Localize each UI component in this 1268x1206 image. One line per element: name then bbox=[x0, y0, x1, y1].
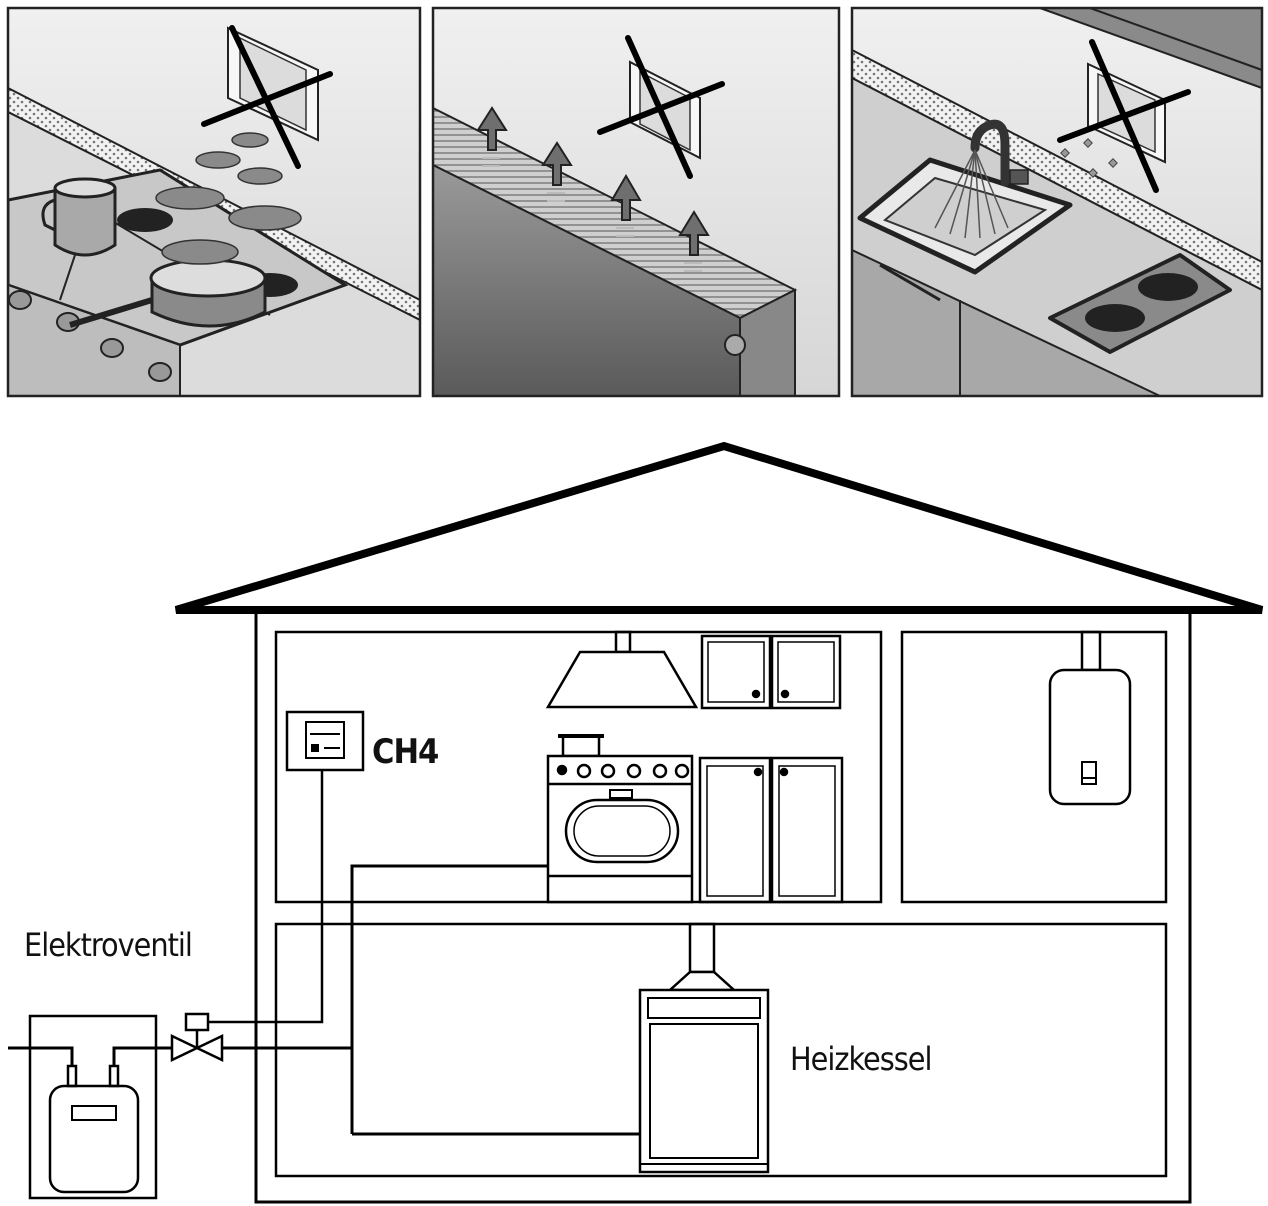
wall-cabinets bbox=[700, 634, 842, 710]
gas-meter bbox=[28, 1014, 158, 1200]
house-roof bbox=[174, 441, 1264, 614]
solenoid-valve-icon bbox=[170, 1012, 224, 1062]
water-heater bbox=[1048, 630, 1132, 806]
panel-radiator bbox=[431, 6, 841, 398]
panel-stove bbox=[6, 6, 422, 398]
label-elektroventil: Elektroventil bbox=[24, 926, 193, 964]
steam-clouds bbox=[155, 132, 302, 265]
heating-boiler bbox=[638, 922, 770, 1174]
faucet bbox=[970, 119, 1010, 187]
cross-mark-icon bbox=[1057, 39, 1191, 193]
jug bbox=[41, 177, 117, 257]
room-bathroom bbox=[900, 630, 1168, 904]
pot bbox=[69, 258, 267, 328]
cross-mark-icon bbox=[597, 35, 725, 179]
kitchen-stove bbox=[546, 734, 694, 904]
heat-arrows bbox=[476, 106, 710, 256]
label-ch4-sensor: CH4 bbox=[372, 732, 439, 772]
gas-piping bbox=[8, 864, 640, 1136]
room-basement bbox=[274, 922, 1168, 1178]
cross-mark-icon bbox=[201, 25, 333, 169]
gas-detector bbox=[285, 710, 365, 772]
signal-cable bbox=[207, 770, 324, 1024]
hotplates bbox=[1048, 253, 1232, 354]
house-schematic bbox=[8, 441, 1264, 1204]
water-spray bbox=[934, 149, 1009, 239]
extractor-hood bbox=[545, 630, 699, 709]
sink bbox=[857, 157, 1073, 275]
base-cabinets bbox=[698, 756, 844, 904]
label-heizkessel: Heizkessel bbox=[790, 1040, 932, 1078]
panel-sink bbox=[850, 6, 1264, 398]
house-outline bbox=[254, 608, 1192, 1204]
